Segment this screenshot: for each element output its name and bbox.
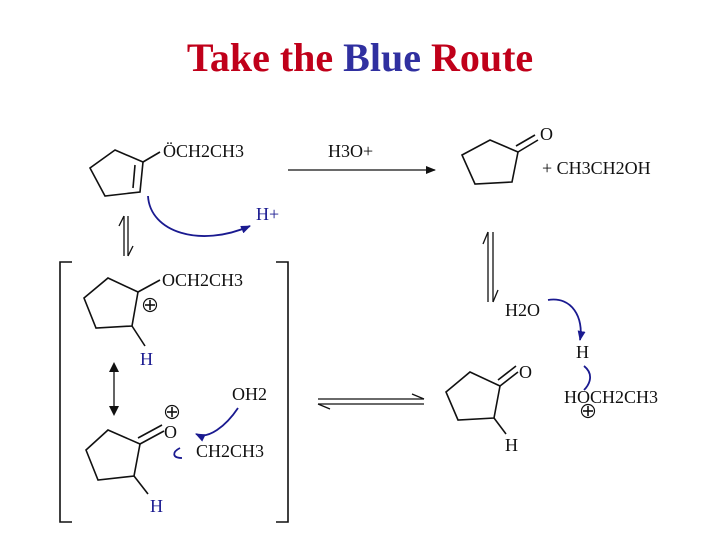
deprotonation-curly-arrow (547, 298, 586, 341)
left-bracket (59, 261, 72, 523)
resonance-arrow (109, 362, 119, 416)
title-part-1: Take the (186, 35, 344, 80)
product-h-label: H (505, 435, 518, 455)
oxonium-intermediate: O CH2CH3 H (85, 404, 264, 516)
ethanol-byproduct-label: + CH3CH2OH (542, 158, 651, 178)
carbocation-h-label: H (140, 349, 153, 369)
carbocation-intermediate: OCH2CH3 H (83, 270, 243, 369)
title-part-blue: Blue (343, 35, 421, 80)
proton-label: H+ (256, 204, 279, 224)
bottom-right-ketone: O H (445, 362, 532, 455)
cyclopentanone: O (460, 124, 553, 185)
product-oxygen-label: O (519, 362, 532, 382)
water-attack-curly-arrow (195, 407, 239, 442)
protonation-curly-arrow (147, 195, 251, 237)
oxonium-ethyl-label: CH2CH3 (196, 441, 264, 461)
bond-electron-curly-arrow (583, 365, 591, 391)
slide-title: Take the Blue Route (0, 38, 720, 78)
hydronium-label: H3O+ (328, 141, 373, 161)
water-nucleophile-label: OH2 (232, 384, 267, 404)
equilibrium-arrow-right (482, 231, 499, 303)
ether-substituent-label: ÖCH2CH3 (163, 141, 244, 161)
oxonium-h-label: H (150, 496, 163, 516)
oxonium-oxygen-label: O (164, 422, 177, 442)
equilibrium-arrow-horizontal (317, 393, 425, 410)
water-base-label: H2O (505, 300, 540, 320)
protonated-ethanol-label: HOCH2CH3 (564, 387, 658, 407)
positive-charge-icon (580, 403, 596, 419)
enol-ether: ÖCH2CH3 (88, 141, 244, 197)
ketone-oxygen-label: O (540, 124, 553, 144)
equilibrium-arrow-left (118, 215, 134, 257)
transfer-h-label: H (576, 342, 589, 362)
carbocation-ether-label: OCH2CH3 (162, 270, 243, 290)
title-part-3: Route (420, 35, 534, 80)
right-bracket (276, 261, 289, 523)
oxonium-lone-pair-arrow (173, 447, 183, 459)
